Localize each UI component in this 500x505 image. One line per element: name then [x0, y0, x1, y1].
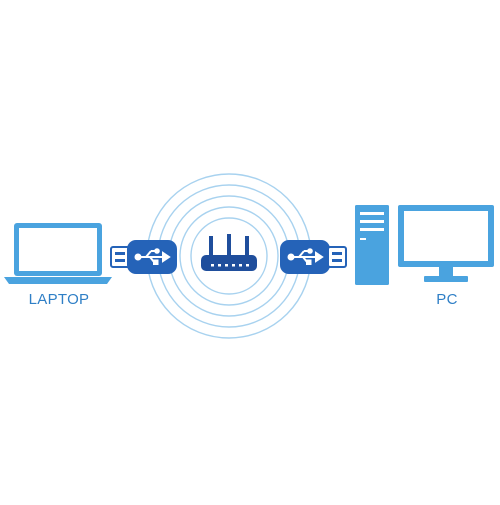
router-icon [201, 234, 257, 271]
usb-adapter-icon [280, 240, 347, 274]
usb-symbol-icon [134, 248, 171, 265]
usb-adapter-icon [110, 240, 177, 274]
tower-case-icon [355, 205, 389, 285]
pc-label: PC [436, 291, 458, 308]
laptop-icon [4, 223, 112, 284]
usb-symbol-icon [287, 248, 324, 265]
laptop-label: LAPTOP [28, 291, 90, 308]
monitor-icon [398, 205, 494, 282]
